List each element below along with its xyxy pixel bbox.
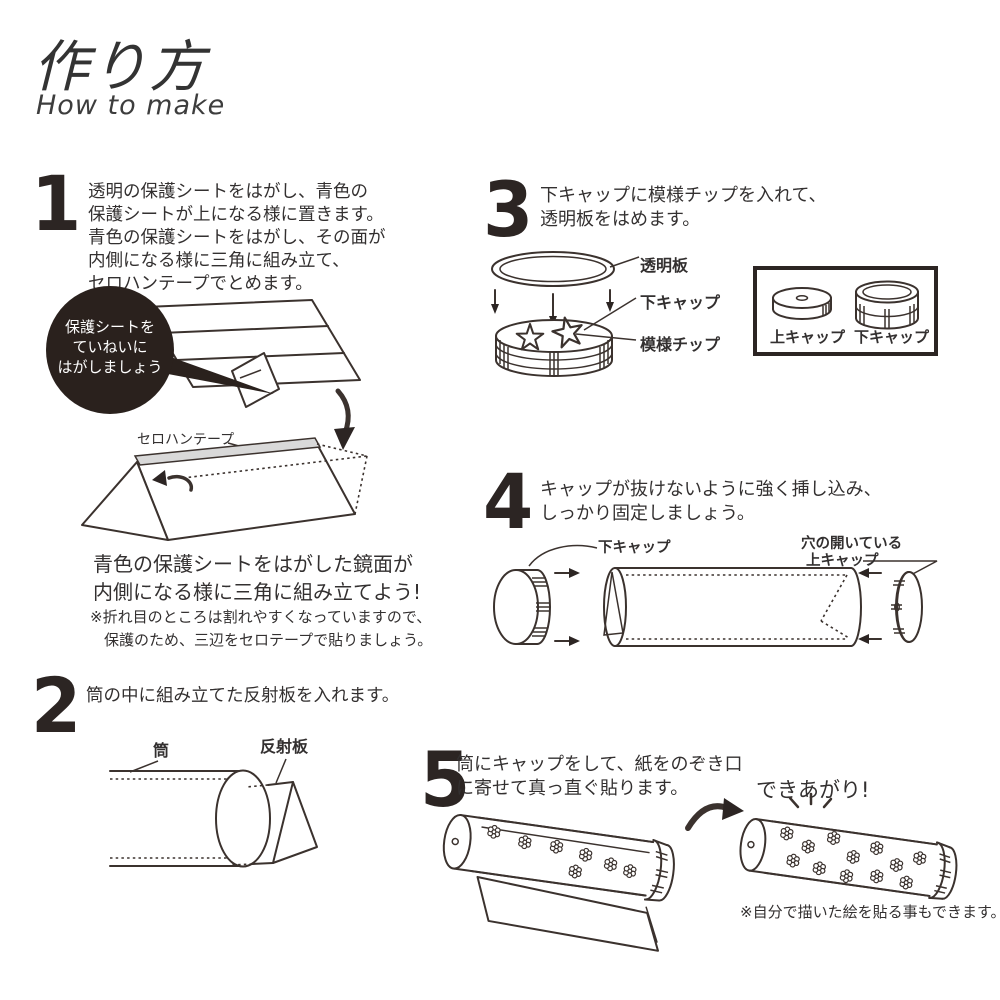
bubble-line: ていねいに	[72, 338, 148, 356]
cap-chip-illustration	[491, 251, 640, 377]
step1-instructions: 透明の保護シートをはがし、青色の 保護シートが上になる様に置きます。 青色の保護…	[88, 181, 386, 296]
step1-line: 青色の保護シートをはがし、その面が	[88, 228, 386, 248]
step2-instruction: 筒の中に組み立てた反射板を入れます。	[86, 686, 400, 706]
reflector-label: 反射板	[260, 737, 309, 756]
reflector-end	[603, 571, 624, 636]
next-arrow	[685, 798, 744, 831]
tube-caps-illustration	[493, 544, 938, 647]
pattern-chip-label: 模様チップ	[640, 335, 721, 354]
step4-bottom-cap-label: 下キャップ	[598, 540, 671, 556]
reflector-prism	[272, 781, 318, 864]
note-line: ※折れ目のところは割れやすくなっていますので、	[90, 608, 432, 626]
tape-strip	[133, 437, 322, 466]
bubble-line: はがしましょう	[57, 358, 163, 376]
step4-number: 4	[483, 457, 533, 546]
top-cap-mini	[772, 287, 832, 309]
step5-line: 筒にキャップをして、紙をのぞき口	[456, 754, 743, 775]
step5-number: 5	[420, 735, 470, 824]
step1-line: 保護シートが上になる様に置きます。	[88, 205, 384, 225]
step1-line: セロハンテープでとめます。	[88, 274, 313, 294]
finished-tube-illustration	[739, 792, 958, 900]
step1-line: 内側になる様に三角に組み立て、	[88, 251, 350, 271]
step3-number: 3	[483, 165, 533, 254]
bubble-line: 保護シートを	[64, 318, 155, 336]
speech-bubble: 保護シートを ていねいに はがしましょう	[46, 286, 174, 414]
tube-paper-illustration	[442, 814, 675, 952]
eyepiece-cap	[739, 818, 767, 872]
tape-label: セロハンテープ	[137, 432, 235, 448]
step1-line: 透明の保護シートをはがし、青色の	[88, 182, 368, 202]
fold-arrow	[152, 470, 167, 486]
caption-line: 青色の保護シートをはがした鏡面が	[93, 552, 413, 576]
clear-plate-label: 透明板	[640, 256, 689, 275]
step4-top-cap-label: 穴の開いている 上キャップ	[801, 536, 902, 570]
top-cap-label-line: 上キャップ	[806, 553, 879, 569]
step3-line: 透明板をはめます。	[540, 209, 701, 230]
step2-number: 2	[31, 661, 81, 750]
step4-instructions: キャップが抜けないように強く挿し込み、 しっかり固定しましょう。	[540, 478, 882, 526]
top-cap-label-line: 穴の開いている	[801, 536, 903, 552]
step1-note: ※折れ目のところは割れやすくなっていますので、 保護のため、三辺をセロテープで貼…	[90, 606, 432, 652]
bottom-cap-label: 下キャップ	[640, 293, 721, 312]
caps-reference-box: 上キャップ 下キャップ	[753, 266, 938, 356]
note-line: 保護のため、三辺をセロテープで貼りましょう。	[104, 631, 433, 649]
sparkle-icon	[788, 792, 833, 809]
down-arrow	[334, 427, 355, 450]
step5-note: ※自分で描いた絵を貼る事もできます。	[740, 903, 1000, 921]
step5-instructions: 筒にキャップをして、紙をのぞき口 に寄せて真っ直ぐ貼ります。	[456, 753, 743, 801]
page-title: 作り方	[33, 35, 207, 100]
tube-reflector-illustration	[109, 758, 318, 868]
speech-bubble-tail	[168, 356, 274, 394]
finished-label: できあがり!	[756, 778, 870, 802]
clear-plate	[491, 251, 615, 287]
peeled-film	[231, 352, 280, 408]
step4-line: しっかり固定しましょう。	[540, 503, 755, 524]
tube-label: 筒	[153, 741, 170, 760]
bottom-cap-side	[493, 569, 539, 645]
step1-number: 1	[31, 159, 81, 248]
page-subtitle: How to make	[36, 90, 226, 121]
step3-instructions: 下キャップに模様チップを入れて、 透明板をはめます。	[540, 184, 827, 232]
top-cap-box-label: 上キャップ	[770, 328, 846, 346]
step4-line: キャップが抜けないように強く挿し込み、	[540, 479, 882, 500]
caps-box-illustration	[772, 280, 919, 330]
step1-caption: 青色の保護シートをはがした鏡面が 内側になる様に三角に組み立てよう!	[93, 550, 421, 606]
bottom-cap-box-label: 下キャップ	[854, 328, 930, 346]
step5-line: に寄せて真っ直ぐ貼ります。	[456, 778, 689, 799]
step3-line: 下キャップに模様チップを入れて、	[540, 185, 827, 206]
mirror-prism-illustration	[81, 437, 368, 541]
caption-line: 内側になる様に三角に組み立てよう!	[93, 580, 422, 604]
pattern-paper	[476, 875, 660, 952]
